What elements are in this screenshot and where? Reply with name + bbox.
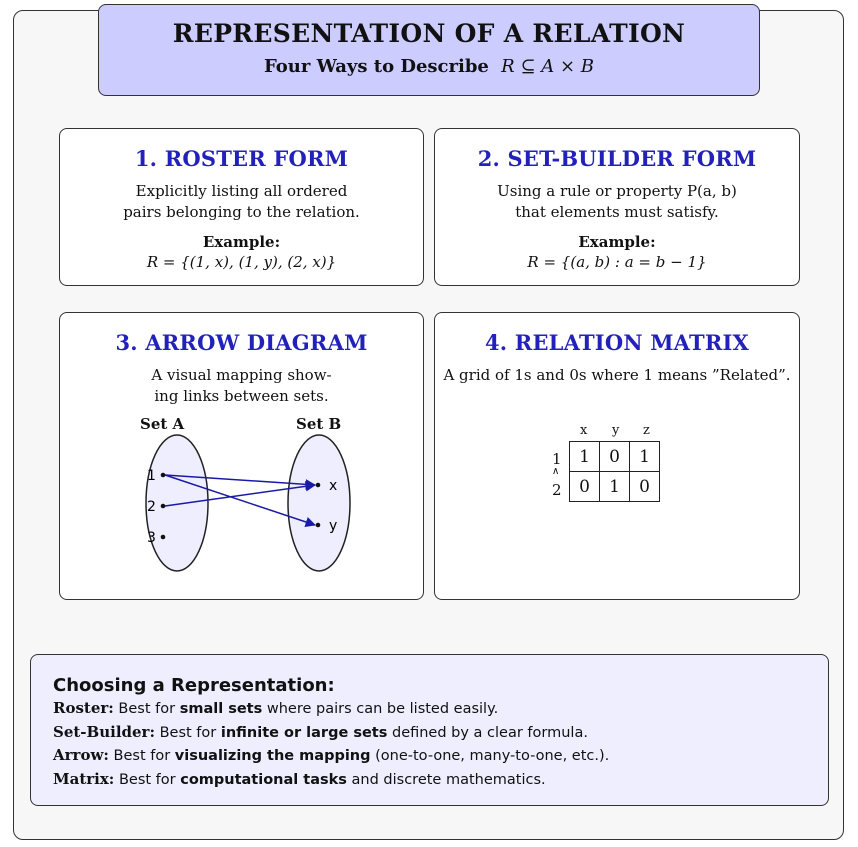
example-formula: R = {(a, b) : a = b − 1}	[527, 253, 707, 271]
set-b-element-label: y	[329, 518, 337, 534]
subtitle-math: R ⊆ A × B	[501, 56, 595, 77]
matrix-row: 0 1 0	[569, 471, 660, 502]
card-title: 4. RELATION MATRIX	[484, 330, 750, 355]
set-a-element-dot	[160, 472, 166, 478]
matrix-cell: 1	[599, 471, 630, 502]
card-title: 3. ARROW DIAGRAM	[115, 330, 368, 355]
card-set-builder-form: 2. SET-BUILDER FORM Using a rule or prop…	[434, 128, 800, 286]
card-arrow-diagram: 3. ARROW DIAGRAM A visual mapping show- …	[59, 312, 424, 600]
relation-arrow	[164, 481, 317, 507]
matrix-cell: 1	[569, 441, 600, 472]
set-b-oval	[287, 434, 351, 572]
matrix-row: 1 0 1	[569, 441, 660, 472]
relation-matrix: 1 0 1 0 1 0	[569, 441, 660, 502]
example-label: Example:	[202, 233, 281, 251]
set-b-element-dot	[315, 482, 321, 488]
summary-title: Choosing a Representation:	[53, 675, 335, 696]
card-title: 1. ROSTER FORM	[134, 146, 349, 171]
set-a-element-label: 2	[147, 499, 156, 515]
example-formula: R = {(1, x), (1, y), (2, x)}	[146, 253, 337, 271]
matrix-col-header: z	[643, 423, 650, 438]
set-b-element-dot	[315, 522, 321, 528]
set-b-label: Set B	[296, 415, 342, 433]
matrix-cell: 1	[629, 441, 660, 472]
set-b-element-label: x	[329, 478, 337, 494]
set-a-element-dot	[160, 534, 166, 540]
card-relation-matrix: 4. RELATION MATRIX A grid of 1s and 0s w…	[434, 312, 800, 600]
set-a-element-label: 1	[147, 468, 156, 484]
matrix-cell: 0	[569, 471, 600, 502]
card-description: Using a rule or property P(a, b) that el…	[497, 182, 737, 221]
title-banner: REPRESENTATION OF A RELATION Four Ways t…	[98, 4, 760, 96]
page-subtitle: Four Ways to Describe R ⊆ A × B	[263, 56, 595, 77]
summary-box: Choosing a Representation: Roster: Best …	[30, 654, 829, 806]
matrix-col-header: y	[612, 423, 620, 438]
set-a-element-label: 3	[147, 530, 156, 546]
matrix-col-header: x	[580, 423, 588, 438]
example-label: Example:	[578, 233, 656, 251]
summary-item-arrow: Arrow: Best for visualizing the mapping …	[53, 746, 610, 764]
matrix-row-separator: ∧	[552, 466, 560, 477]
summary-item-matrix: Matrix: Best for computational tasks and…	[53, 769, 546, 788]
page-title: REPRESENTATION OF A RELATION	[172, 19, 686, 48]
card-description: Explicitly listing all ordered pairs bel…	[123, 182, 360, 221]
card-title: 2. SET-BUILDER FORM	[477, 146, 757, 171]
matrix-cell: 0	[629, 471, 660, 502]
card-description: A grid of 1s and 0s where 1 means ”Relat…	[443, 366, 791, 384]
matrix-row-header: 1	[552, 450, 562, 468]
matrix-row-header: 2	[552, 481, 562, 499]
card-description: A visual mapping show- ing links between…	[151, 366, 332, 405]
relation-arrow	[164, 474, 316, 527]
set-a-label: Set A	[140, 415, 185, 433]
card-roster-form: 1. ROSTER FORM Explicitly listing all or…	[59, 128, 424, 286]
arrow-diagram: 1 2 3 x y	[145, 434, 351, 572]
set-a-element-dot	[160, 503, 166, 509]
matrix-cell: 0	[599, 441, 630, 472]
summary-item-set-builder: Set-Builder: Best for infinite or large …	[53, 722, 588, 741]
relation-arrow	[164, 474, 317, 490]
summary-item-roster: Roster: Best for small sets where pairs …	[53, 699, 499, 717]
